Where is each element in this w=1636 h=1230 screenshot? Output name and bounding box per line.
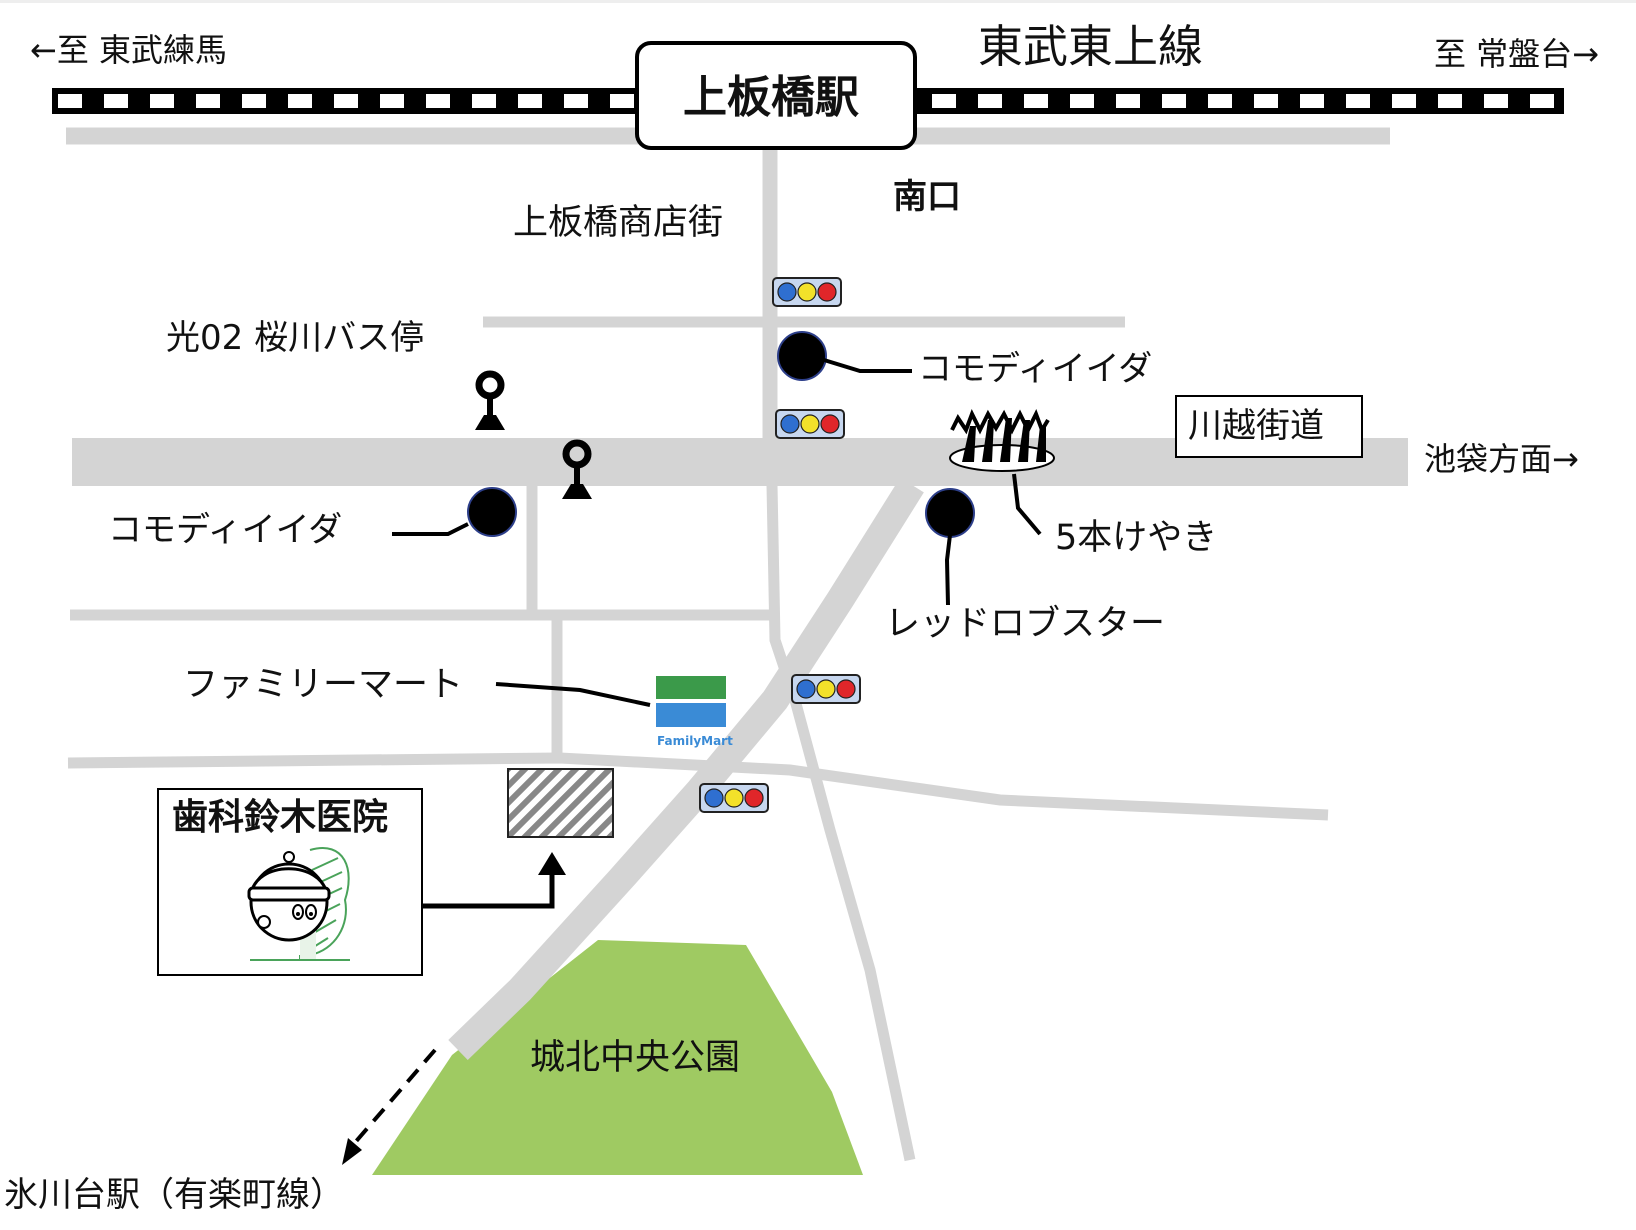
rail-tie bbox=[58, 94, 82, 108]
komodi-west-marker[interactable] bbox=[392, 487, 517, 537]
family-mart-label[interactable]: ファミリーマート bbox=[183, 665, 464, 705]
red-lobster-label[interactable]: レッドロブスター bbox=[885, 604, 1166, 644]
five-keyaki-label: 5本けやき bbox=[1055, 518, 1218, 558]
rail-tie bbox=[334, 94, 358, 108]
kawagoe-kaido-box bbox=[1175, 395, 1363, 458]
keyaki-tree-icon bbox=[949, 409, 1055, 536]
rail-tie bbox=[932, 94, 956, 108]
rail-tie bbox=[1254, 94, 1278, 108]
family-mart-logo-text: FamilyMart bbox=[657, 734, 733, 748]
rail-tie bbox=[518, 94, 542, 108]
traffic-signal-icon bbox=[791, 674, 861, 704]
rail-tie bbox=[1392, 94, 1416, 108]
rail-tie bbox=[564, 94, 588, 108]
traffic-signal-icon bbox=[772, 277, 842, 307]
traffic-signals bbox=[699, 277, 861, 813]
family-mart-leader-line bbox=[495, 682, 651, 707]
rail-tie bbox=[472, 94, 496, 108]
to-right-label: 至 常盤台→ bbox=[1434, 35, 1599, 73]
rail-tie bbox=[242, 94, 266, 108]
rail-tie bbox=[1346, 94, 1370, 108]
route-to-hikawadai bbox=[342, 1048, 437, 1165]
rail-tie bbox=[1484, 94, 1508, 108]
traffic-signal-icon bbox=[699, 783, 769, 813]
clinic-mascot-icon bbox=[247, 847, 350, 961]
rail-tie bbox=[1300, 94, 1324, 108]
komodi-west-label[interactable]: コモディイイダ bbox=[108, 510, 343, 550]
komodi-north-marker[interactable] bbox=[777, 331, 912, 381]
red-lobster-marker[interactable] bbox=[925, 488, 975, 606]
rail-tie bbox=[196, 94, 220, 108]
rail-line-name: 東武東上線 bbox=[978, 20, 1204, 73]
station-box[interactable] bbox=[635, 41, 917, 150]
park-area bbox=[372, 940, 863, 1175]
rail-tie bbox=[1208, 94, 1232, 108]
to-left-label: ←至 東武練馬 bbox=[30, 31, 227, 69]
rail-tie bbox=[1116, 94, 1140, 108]
shopping-street-label: 上板橋商店街 bbox=[513, 203, 724, 243]
clinic-box[interactable] bbox=[157, 788, 423, 976]
rail-tie bbox=[610, 94, 634, 108]
rail-tie bbox=[1162, 94, 1186, 108]
rail-tie bbox=[1438, 94, 1462, 108]
kawagoe-kaido-label: 川越街道 bbox=[1188, 406, 1324, 446]
bus-stop-icon bbox=[562, 439, 592, 499]
rail-tie bbox=[150, 94, 174, 108]
to-ikebukuro-label: 池袋方面→ bbox=[1424, 440, 1579, 478]
rail-tie bbox=[380, 94, 404, 108]
rail-tie bbox=[978, 94, 1002, 108]
target-building-icon[interactable] bbox=[507, 768, 614, 838]
rail-tie bbox=[104, 94, 128, 108]
rail-tie bbox=[426, 94, 450, 108]
park-label: 城北中央公園 bbox=[530, 1038, 741, 1078]
hikawadai-label: 氷川台駅（有楽町線） bbox=[4, 1175, 344, 1215]
clinic-name[interactable]: 歯科鈴木医院 bbox=[172, 797, 389, 838]
traffic-signal-icon bbox=[775, 409, 845, 439]
bus-stop-label: 光02 桜川バス停 bbox=[166, 318, 425, 358]
rail-tie bbox=[288, 94, 312, 108]
south-exit-label: 南口 bbox=[893, 177, 961, 217]
komodi-north-label[interactable]: コモディイイダ bbox=[918, 349, 1153, 389]
clinic-arrow bbox=[423, 852, 566, 909]
bus-stop-icon bbox=[475, 370, 505, 430]
family-mart-logo[interactable] bbox=[656, 676, 726, 727]
rail-tie bbox=[1024, 94, 1048, 108]
rail-tie bbox=[1070, 94, 1094, 108]
rail-tie bbox=[1530, 94, 1554, 108]
station-name[interactable]: 上板橋駅 bbox=[683, 72, 859, 123]
